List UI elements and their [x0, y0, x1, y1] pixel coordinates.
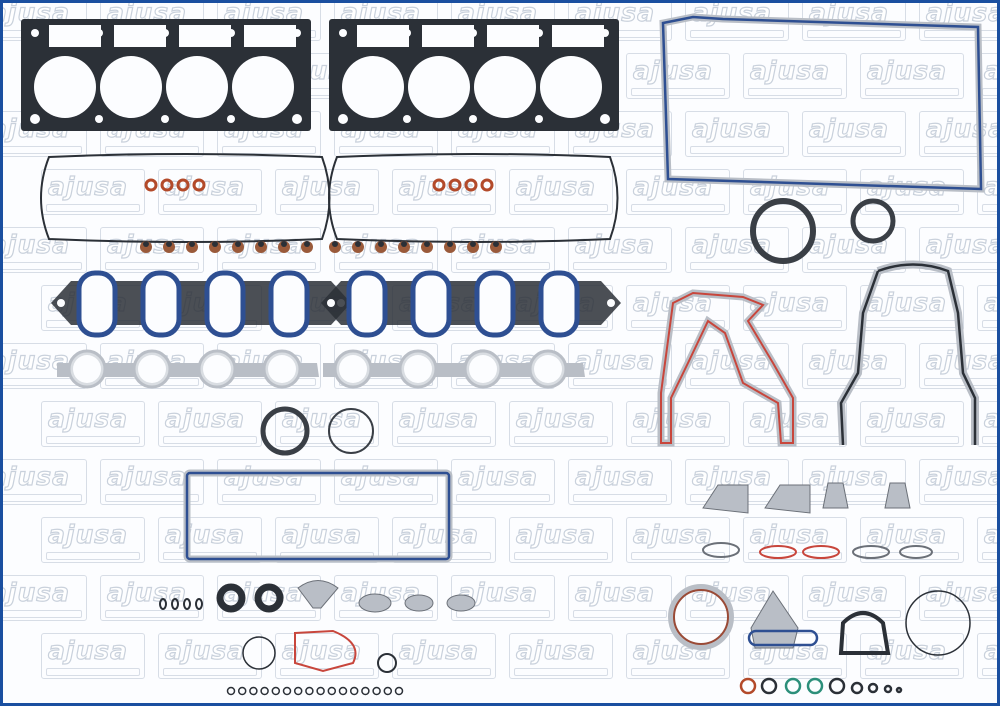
ajusa-watermark: ajusa — [100, 459, 204, 505]
cylinder-head-gasket-right — [329, 19, 619, 131]
ajusa-watermark: ajusa — [568, 575, 672, 621]
ajusa-watermark: ajusa — [100, 575, 204, 621]
ajusa-watermark: ajusa — [860, 401, 964, 447]
ajusa-watermark: ajusa — [802, 459, 906, 505]
ajusa-watermark: ajusa — [41, 517, 145, 563]
ajusa-watermark: ajusa — [860, 53, 964, 99]
ajusa-watermark: ajusa — [743, 53, 847, 99]
ajusa-watermark: ajusa — [568, 343, 672, 389]
ajusa-watermark: ajusa — [41, 169, 145, 215]
ajusa-watermark: ajusa — [509, 169, 613, 215]
ajusa-watermark: ajusa — [626, 517, 730, 563]
ajusa-watermark: ajusa — [977, 517, 997, 563]
ajusa-watermark: ajusa — [626, 633, 730, 679]
ajusa-watermark: ajusa — [802, 227, 906, 273]
ajusa-watermark: ajusa — [3, 459, 87, 505]
ajusa-watermark: ajusa — [568, 227, 672, 273]
ajusa-watermark: ajusa — [685, 575, 789, 621]
ajusa-watermark: ajusa — [392, 633, 496, 679]
ajusa-watermark: ajusa — [158, 401, 262, 447]
ajusa-watermark: ajusa — [860, 517, 964, 563]
ajusa-watermark: ajusa — [685, 111, 789, 157]
ajusa-watermark: ajusa — [451, 459, 555, 505]
ajusa-watermark: ajusa — [860, 285, 964, 331]
ajusa-watermark: ajusa — [977, 285, 997, 331]
cylinder-head-gasket-left — [21, 19, 311, 131]
ajusa-watermark: ajusa — [509, 401, 613, 447]
ajusa-watermark: ajusa — [509, 633, 613, 679]
ajusa-watermark: ajusa — [41, 401, 145, 447]
ajusa-watermark: ajusa — [919, 227, 997, 273]
ajusa-watermark: ajusa — [919, 111, 997, 157]
ajusa-watermark: ajusa — [568, 459, 672, 505]
ajusa-watermark: ajusa — [392, 169, 496, 215]
ajusa-watermark: ajusa — [509, 517, 613, 563]
ajusa-watermark: ajusa — [802, 111, 906, 157]
ajusa-watermark: ajusa — [977, 633, 997, 679]
ajusa-watermark: ajusa — [158, 633, 262, 679]
ajusa-watermark: ajusa — [392, 401, 496, 447]
ajusa-watermark: ajusa — [860, 633, 964, 679]
ajusa-watermark: ajusa — [3, 227, 87, 273]
ajusa-watermark: ajusa — [802, 575, 906, 621]
ajusa-watermark: ajusa — [626, 53, 730, 99]
ajusa-watermark: ajusa — [919, 575, 997, 621]
ajusa-watermark: ajusa — [3, 575, 87, 621]
ajusa-watermark: ajusa — [743, 517, 847, 563]
ajusa-watermark: ajusa — [275, 169, 379, 215]
ajusa-watermark: ajusa — [41, 633, 145, 679]
ajusa-watermark: ajusa — [919, 459, 997, 505]
gasket-set-illustration — [21, 13, 985, 696]
